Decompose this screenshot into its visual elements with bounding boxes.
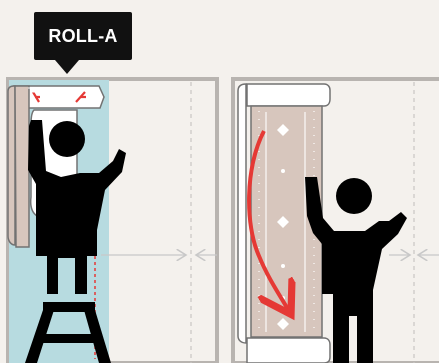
roll-a-callout: ROLL-A [34, 12, 132, 60]
roll-a-label: ROLL-A [48, 26, 117, 47]
